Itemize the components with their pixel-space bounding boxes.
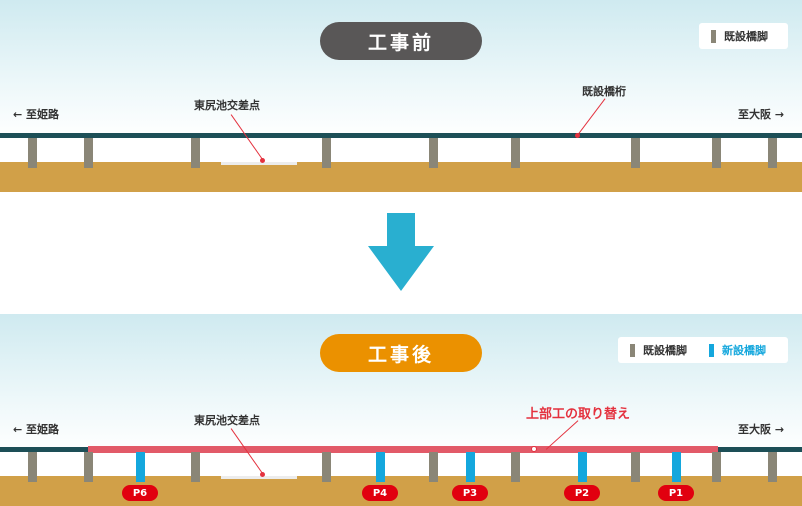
intersection-marker xyxy=(260,158,265,163)
new-girder xyxy=(88,446,718,453)
new-pier-swatch-icon xyxy=(709,343,714,357)
pier-tag-p6: P6 xyxy=(122,485,158,501)
ground xyxy=(0,162,802,192)
existing-pier xyxy=(322,452,331,482)
existing-pier xyxy=(429,452,438,482)
legend-new-pier-label: 新設橋脚 xyxy=(722,344,766,357)
existing-pier xyxy=(191,138,200,168)
existing-girder xyxy=(0,133,802,138)
existing-pier xyxy=(768,138,777,168)
pier-tag-p4: P4 xyxy=(362,485,398,501)
existing-pier xyxy=(768,452,777,482)
intersection-road xyxy=(221,476,297,479)
replacement-label: 上部工の取り替え xyxy=(526,407,631,422)
pier-tag-p2: P2 xyxy=(564,485,600,501)
existing-pier xyxy=(712,138,721,168)
legend-existing-pier-label: 既設橋脚 xyxy=(724,30,768,43)
after-title: 工事後 xyxy=(320,334,482,372)
existing-pier xyxy=(322,138,331,168)
direction-east-label: 至大阪 → xyxy=(738,108,785,121)
girder-label: 既設橋桁 xyxy=(582,85,626,98)
intersection-label: 東尻池交差点 xyxy=(194,414,260,427)
legend-existing-pier-label: 既設橋脚 xyxy=(643,344,687,357)
direction-east-label: 至大阪 → xyxy=(738,423,785,436)
new-pier-p1 xyxy=(672,452,681,482)
existing-pier xyxy=(84,452,93,482)
new-pier-p2 xyxy=(578,452,587,482)
existing-pier xyxy=(511,452,520,482)
before-legend: 既設橋脚 xyxy=(699,23,788,49)
new-pier-p6 xyxy=(136,452,145,482)
existing-pier xyxy=(84,138,93,168)
pier-tag-p1: P1 xyxy=(658,485,694,501)
pier-tag-p3: P3 xyxy=(452,485,488,501)
legend-new-pier: 新設橋脚 xyxy=(709,342,766,358)
girder-marker xyxy=(575,133,580,138)
before-title: 工事前 xyxy=(320,22,482,60)
after-panel: 工事後 既設橋脚 新設橋脚 P6 P4 P3 P2 P1 ← 至姫路 至大阪 →… xyxy=(0,314,802,506)
legend-existing-pier: 既設橋脚 xyxy=(630,342,687,358)
intersection-marker xyxy=(260,472,265,477)
existing-pier xyxy=(511,138,520,168)
new-pier-p3 xyxy=(466,452,475,482)
girder-leader-line xyxy=(576,98,606,137)
new-pier-p4 xyxy=(376,452,385,482)
before-panel: 工事前 既設橋脚 ← 至姫路 至大阪 → 東尻池交差点 既設橋桁 xyxy=(0,0,802,192)
after-legend: 既設橋脚 新設橋脚 xyxy=(618,337,788,363)
arrow-down-icon xyxy=(368,213,434,291)
existing-pier xyxy=(631,452,640,482)
direction-west-label: ← 至姫路 xyxy=(13,108,60,121)
replacement-marker xyxy=(531,446,537,452)
existing-pier-swatch-icon xyxy=(711,29,716,43)
existing-girder-east xyxy=(718,447,802,452)
existing-pier-swatch-icon xyxy=(630,343,635,357)
existing-pier xyxy=(631,138,640,168)
intersection-label: 東尻池交差点 xyxy=(194,99,260,112)
existing-pier xyxy=(191,452,200,482)
existing-pier xyxy=(712,452,721,482)
direction-west-label: ← 至姫路 xyxy=(13,423,60,436)
legend-existing-pier: 既設橋脚 xyxy=(711,28,768,44)
existing-girder-west xyxy=(0,447,88,452)
existing-pier xyxy=(28,452,37,482)
existing-pier xyxy=(28,138,37,168)
existing-pier xyxy=(429,138,438,168)
intersection-road xyxy=(221,162,297,165)
